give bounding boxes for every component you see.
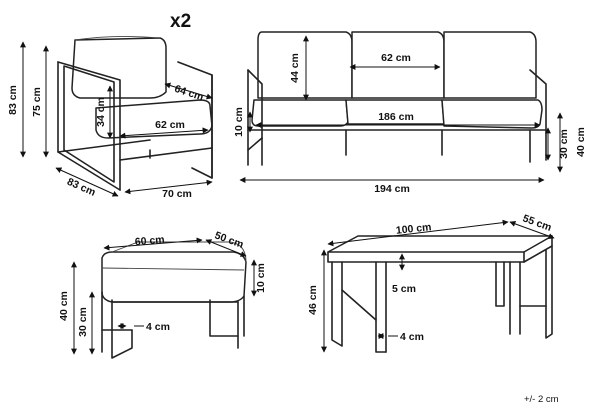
sofa-cushion-width-label: 62 cm <box>381 52 411 64</box>
armchair-height-back-label: 75 cm <box>31 87 43 117</box>
armchair-width-label: 70 cm <box>162 188 192 200</box>
table-length-label: 100 cm <box>395 221 432 237</box>
table-drawing <box>327 235 553 353</box>
armchair-seat-width-label: 62 cm <box>155 119 185 131</box>
table-width-label: 55 cm <box>521 212 553 233</box>
ottoman-total-height-label: 40 cm <box>58 291 70 321</box>
ottoman-drawing <box>101 241 247 359</box>
ottoman-width-label: 60 cm <box>134 234 165 249</box>
table-leg-label: 4 cm <box>400 331 424 343</box>
table-height-label: 46 cm <box>307 285 319 315</box>
armchair-height-total-label: 83 cm <box>7 85 19 115</box>
ottoman-seat-height-label: 30 cm <box>77 307 89 337</box>
tolerance-note: +/- 2 cm <box>524 394 559 405</box>
sofa-seat-height-label: 30 cm <box>558 129 570 159</box>
ottoman-leg-label: 4 cm <box>146 321 170 333</box>
sofa-width-label: 194 cm <box>374 183 410 195</box>
sofa-arm-height-label: 40 cm <box>575 127 587 157</box>
ottoman-depth-label: 50 cm <box>213 229 245 250</box>
table-top-thickness-label: 5 cm <box>392 283 416 295</box>
sofa-side-height-label: 10 cm <box>233 107 245 137</box>
sofa-seat-width-label: 186 cm <box>378 111 414 123</box>
quantity-label: x2 <box>170 11 191 32</box>
ottoman-cushion-height-label: 10 cm <box>255 263 267 293</box>
armchair-drawing <box>57 35 213 191</box>
ottoman-dimensions: 60 cm 50 cm 10 cm 40 cm 30 cm 4 cm <box>58 229 267 355</box>
sofa-backrest-height-label: 44 cm <box>289 53 301 83</box>
armchair-backrest-height-label: 34 cm <box>95 97 107 127</box>
table-dimensions: 100 cm 55 cm 5 cm 46 cm 4 cm <box>307 212 555 353</box>
sofa-dimensions: 44 cm 62 cm 186 cm 10 cm 30 cm 40 cm 194… <box>233 35 587 195</box>
